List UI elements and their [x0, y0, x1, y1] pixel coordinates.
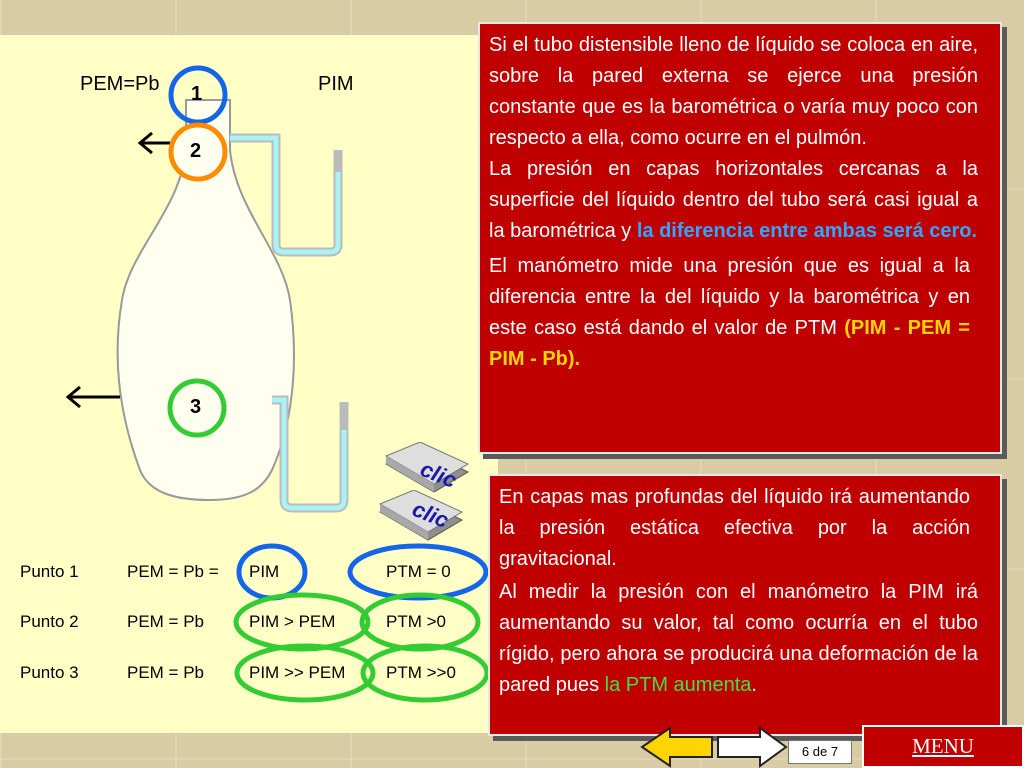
oval-row2-pim: [233, 592, 371, 652]
prev-arrow-button[interactable]: [640, 726, 716, 768]
box-top-highlight-diferencia: la diferencia entre ambas será cero.: [636, 220, 978, 242]
box-bottom-paragraph-1: En capas mas profundas del líquido irá a…: [499, 486, 970, 570]
oval-row3-ptm: [360, 643, 490, 703]
row1-punto: Punto 1: [20, 562, 79, 581]
label-pim: PIM: [318, 73, 354, 95]
distensible-tube: [116, 99, 295, 502]
box-top-paragraph-3: El manómetro mide una presión que es igu…: [489, 255, 970, 370]
next-arrow-button[interactable]: [716, 726, 788, 768]
explanation-box-top: Si el tubo distensible lleno de líquido …: [478, 22, 1002, 454]
manometer-lower-liquid: [272, 397, 347, 511]
box-top-highlight-formula: (PIM - PEM = PIM - Pb).: [489, 317, 970, 370]
row1-ptm: PTM = 0: [386, 562, 451, 581]
prev-arrow-icon: [640, 726, 713, 768]
row2-pem: PEM = Pb: [127, 612, 205, 631]
point-circle-3: [167, 378, 227, 438]
oval-row1-ptm: [347, 543, 489, 601]
clic-button-1[interactable]: clic: [380, 441, 472, 500]
box-bottom-highlight-ptm: la PTM aumenta: [604, 674, 752, 696]
menu-button[interactable]: MENU: [862, 725, 1024, 768]
page-counter: 6 de 7: [788, 740, 852, 764]
next-arrow-icon: [717, 726, 788, 768]
row3-pim: PIM >> PEM: [249, 663, 346, 682]
pressure-arrow-lower: [65, 385, 120, 409]
row2-punto: Punto 2: [20, 612, 79, 631]
point-circle-1: [168, 65, 228, 125]
clic-button-2-shape: [378, 489, 464, 541]
distensible-tube-diagram: [65, 65, 490, 703]
point-label-3: 3: [190, 396, 202, 418]
oval-row2-ptm: [359, 592, 481, 652]
row1-pim: PIM: [249, 562, 280, 581]
box-top-paragraph-2: La presión en capas horizontales cercana…: [489, 158, 978, 242]
manometer-upper-liquid: [230, 135, 341, 255]
row2-pim: PIM > PEM: [249, 612, 336, 631]
label-pem-pb: PEM=Pb: [80, 73, 160, 95]
row3-ptm: PTM >>0: [386, 663, 456, 682]
clic-button-1-shape: [384, 441, 470, 493]
point-label-2: 2: [190, 140, 202, 162]
row1-pem: PEM = Pb =: [127, 562, 219, 581]
row3-pem: PEM = Pb: [127, 663, 205, 682]
explanation-box-bottom: En capas mas profundas del líquido irá a…: [488, 474, 1002, 736]
menu-label: MENU: [912, 734, 974, 758]
box-bottom-paragraph-2: Al medir la presión con el manómetro la …: [499, 581, 978, 696]
oval-row3-pim: [234, 643, 376, 703]
point-label-1: 1: [191, 83, 203, 105]
point-circle-2: [168, 122, 228, 182]
row2-ptm: PTM >0: [386, 612, 446, 631]
row3-punto: Punto 3: [20, 663, 79, 682]
clic-button-2[interactable]: clic: [374, 489, 466, 548]
box-top-paragraph-1: Si el tubo distensible lleno de líquido …: [489, 34, 978, 149]
